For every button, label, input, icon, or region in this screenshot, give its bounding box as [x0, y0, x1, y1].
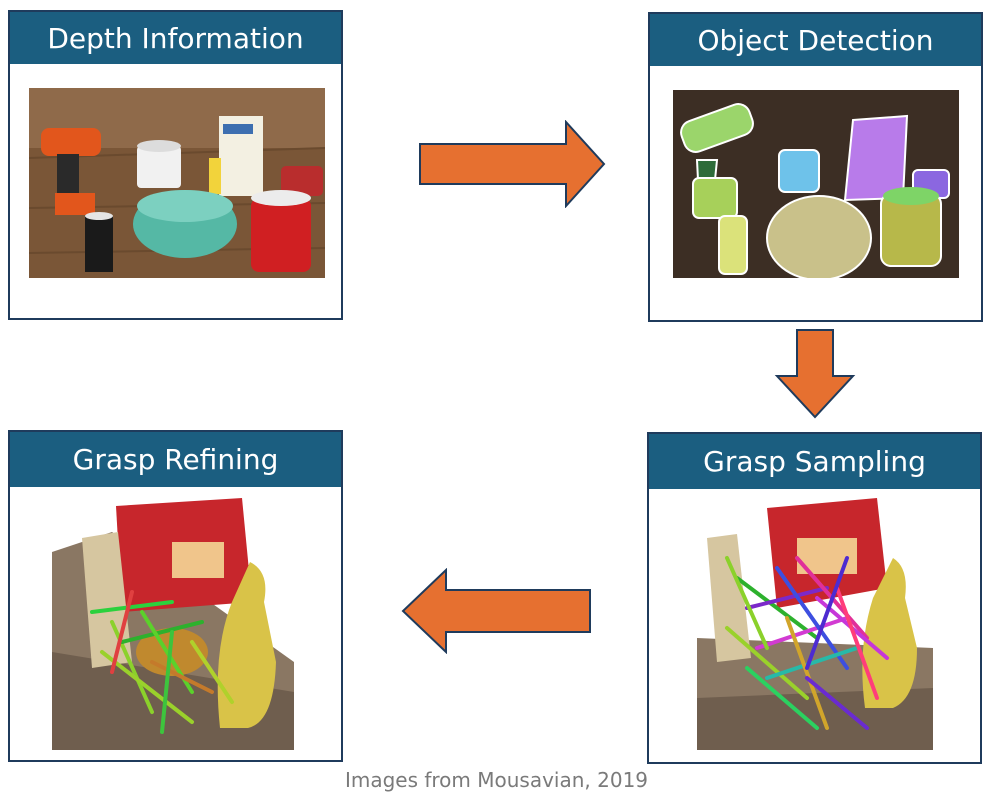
depth-information-image: [29, 88, 325, 278]
arrow-down-icon: [774, 329, 856, 419]
object-detection-image: [673, 90, 959, 278]
depth-information-card: Depth Information: [8, 10, 343, 320]
depth-information-title: Depth Information: [10, 12, 341, 64]
grasp-refining-title: Grasp Refining: [10, 432, 341, 487]
grasp-sampling-title: Grasp Sampling: [649, 434, 980, 489]
grasp-sampling-image: [697, 498, 933, 750]
image-caption: Images from Mousavian, 2019: [344, 768, 649, 792]
object-detection-title: Object Detection: [650, 14, 981, 66]
grasp-sampling-card: Grasp Sampling: [647, 432, 982, 764]
grasp-refining-image: [52, 492, 294, 750]
grasp-refining-card: Grasp Refining: [8, 430, 343, 762]
arrow-left-icon: [401, 568, 591, 654]
arrow-right-icon: [419, 120, 606, 208]
object-detection-card: Object Detection: [648, 12, 983, 322]
